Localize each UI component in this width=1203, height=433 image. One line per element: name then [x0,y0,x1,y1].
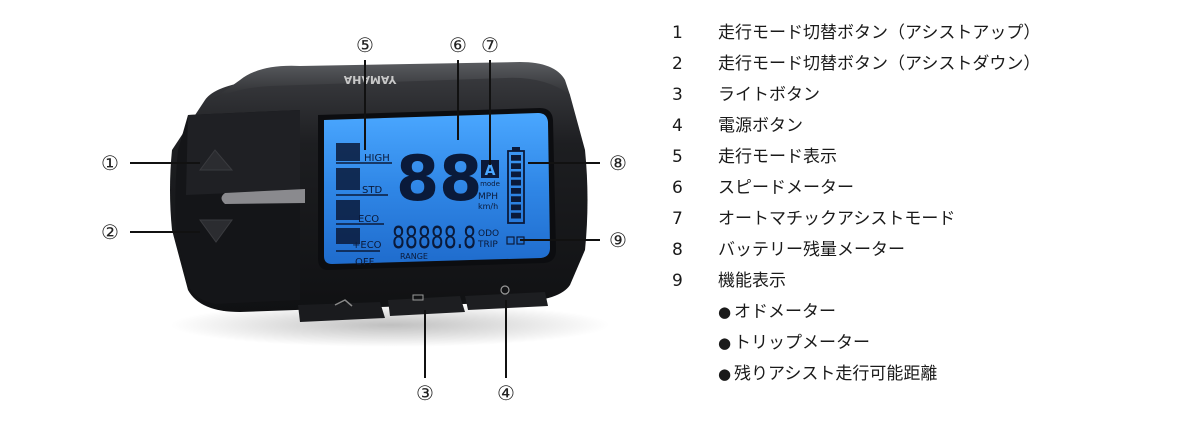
legend-item-number: 2 [672,54,683,74]
up-arrow-icon [199,149,234,171]
down-arrow-icon [199,219,233,243]
legend-item-number: 1 [672,23,683,43]
function-label-odo: ODO [478,229,499,239]
bullet-icon: ● [718,303,732,321]
display-unit-illustration: YAMAHA HIGH [101,33,627,405]
battery-segment [511,204,521,211]
power-icon [500,285,510,295]
auto-mode-letter: A [485,163,496,179]
mode-display: HIGH STD ECO +ECO OFF [336,143,392,268]
battery-segment [511,179,521,186]
battery-segment [511,163,521,169]
walk-assist-button[interactable] [298,302,385,322]
mode-off-label: OFF [355,257,375,268]
callout-lines [130,60,600,378]
legend-sub-item-label: 残りアシスト走行可能距離 [734,364,938,384]
battery-segment [511,196,521,202]
legend-item: 4 電源ボタン [660,111,1190,142]
callout-numbers: ⑤ ⑥ ⑦ ① ② ⑧ ⑨ ③ ④ [101,33,627,405]
mode-high-label: HIGH [364,153,390,164]
walk-assist-icon [334,299,353,307]
callout-7: ⑦ [481,33,499,57]
legend-item: 7 オートマチックアシストモード [660,204,1190,235]
callout-5: ⑤ [356,33,374,57]
legend-item: 8 バッテリー残量メーター [660,235,1190,266]
odometer-digits: 88888.8 [392,221,476,256]
speedometer: 88 MPH km/h [396,142,498,215]
brand-logo: YAMAHA [343,73,397,86]
mode-std-label: STD [362,185,382,196]
legend-item: 3 ライトボタン [660,80,1190,111]
battery-segment [511,212,521,219]
legend-item-number: 7 [672,209,683,229]
callout-8: ⑧ [609,151,627,175]
legend-sub-item-label: オドメーター [734,302,836,322]
legend-item: 9 機能表示 [660,266,1190,297]
legend-sub-item: ● トリップメーター [660,328,1190,359]
callout-2: ② [101,220,119,244]
battery-segment [511,188,521,194]
legend-item: 6 スピードメーター [660,173,1190,204]
light-icon [412,294,424,301]
assist-up-button[interactable] [199,149,234,171]
legend-item-number: 4 [672,116,683,136]
legend-item-number: 5 [672,147,683,167]
speed-unit-kmh: km/h [478,202,498,211]
legend-item-number: 6 [672,178,683,198]
legend-item: 1 走行モード切替ボタン（アシストアップ） [660,18,1190,49]
callout-9: ⑨ [609,228,627,252]
legend-list: 1 走行モード切替ボタン（アシストアップ） 2 走行モード切替ボタン（アシストダ… [660,18,1190,390]
bottom-button-row [298,285,548,322]
legend-item-label: 走行モード切替ボタン（アシストダウン） [718,54,1041,74]
function-label-trip: TRIP [477,240,498,250]
lcd-screen [318,108,556,270]
shadow [170,303,610,347]
divider-bar [221,189,305,204]
legend-item-label: スピードメーター [718,178,854,198]
legend-item-label: バッテリー残量メーター [718,240,905,260]
callout-1: ① [101,151,119,175]
legend-item-number: 3 [672,85,683,105]
legend-item-label: オートマチックアシストモード [718,209,956,229]
battery-segments [511,155,521,219]
bullet-icon: ● [718,334,732,352]
display-unit-figure: YAMAHA HIGH [101,33,627,405]
legend-item: 5 走行モード表示 [660,142,1190,173]
legend-sub-item-label: トリップメーター [734,333,870,353]
callout-4: ④ [497,381,515,405]
legend-item: 2 走行モード切替ボタン（アシストダウン） [660,49,1190,80]
range-label: RANGE [400,252,428,261]
callout-6: ⑥ [449,33,467,57]
light-button[interactable] [388,296,465,316]
legend-sub-item: ● オドメーター [660,297,1190,328]
legend-item-label: 電源ボタン [718,116,803,136]
legend-sub-item: ● 残りアシスト走行可能距離 [660,359,1190,390]
battery-segment [511,171,521,178]
assist-down-button[interactable] [199,219,233,243]
callout-3: ③ [416,381,434,405]
mode-plus-eco-label: +ECO [352,240,382,251]
speed-digits: 88 [396,142,482,215]
legend-item-label: ライトボタン [718,85,820,105]
legend-item-label: 機能表示 [718,271,786,291]
auto-mode-caption: mode [480,180,500,188]
legend-item-number: 8 [672,240,683,260]
speed-unit-mph: MPH [478,192,498,202]
legend-item-label: 走行モード切替ボタン（アシストアップ） [718,23,1041,43]
function-display: 88888.8 ODO TRIP RANGE [392,221,525,261]
legend-item-number: 9 [672,271,683,291]
battery-segment [511,155,521,161]
legend-item-label: 走行モード表示 [718,147,837,167]
auto-assist-mode: A mode [480,160,500,188]
bullet-icon: ● [718,365,732,383]
battery-gauge [507,147,525,224]
mode-eco-label: ECO [358,214,379,225]
